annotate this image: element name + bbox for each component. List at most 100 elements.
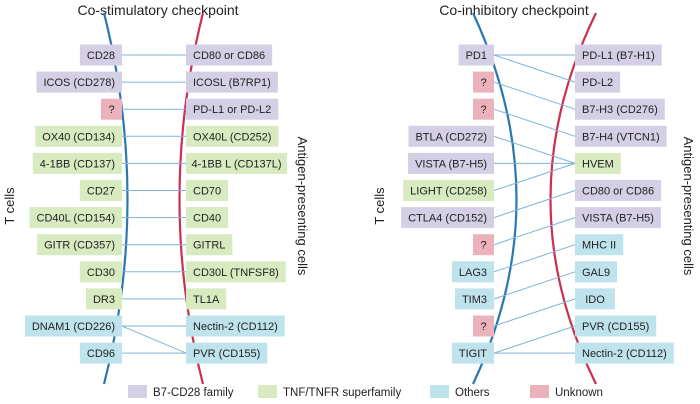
legend-item: Others — [430, 385, 490, 399]
t-cell-receptor-box — [35, 125, 122, 147]
apc-ligand: HVEM — [575, 152, 621, 174]
t-cell-receptor: BTLA (CD272) — [408, 125, 494, 147]
t-cell-receptor: CD27 — [79, 180, 122, 201]
legend-swatch — [258, 385, 277, 398]
t-cell-receptor-label: ? — [108, 104, 114, 116]
apc-ligand-label: CD70 — [193, 186, 221, 198]
apc-ligand-box — [575, 125, 667, 147]
t-cell-receptor-label: ? — [480, 104, 486, 116]
t-cell-receptor-label: ? — [480, 77, 486, 89]
t-cell-receptor-label: CD27 — [87, 186, 115, 198]
apc-ligand-box — [186, 288, 227, 310]
t-cell-receptor: PD1 — [458, 44, 494, 66]
apc-ligand-label: ICOSL (B7RP1) — [193, 77, 271, 89]
apc-ligand-label: PD-L1 (B7-H1) — [582, 50, 655, 62]
t-cell-receptor: LIGHT (CD258) — [403, 180, 494, 201]
apc-ligand-box — [186, 180, 229, 201]
apc-ligand: Nectin-2 (CD112) — [186, 315, 285, 337]
apc-ligand-label: CD80 or CD86 — [193, 50, 265, 62]
apc-ligand-label: MHC II — [582, 240, 616, 252]
apc-ligand: IDO — [575, 288, 615, 310]
t-cell-receptor: GITR (CD357) — [37, 234, 122, 256]
t-cell-receptor-label: DR3 — [93, 294, 115, 306]
t-cell-receptor-box — [454, 288, 494, 310]
legend-item: TNF/TNFR superfamily — [258, 385, 401, 399]
t-cell-receptor-box — [79, 44, 122, 66]
apc-ligand-box — [575, 207, 661, 229]
apc-ligand-box — [575, 234, 624, 256]
t-cell-receptor-label: TIM3 — [462, 294, 487, 306]
apc-ligand: Nectin-2 (CD112) — [575, 342, 674, 364]
t-cell-receptor: TIGIT — [451, 342, 494, 364]
apc-ligand: OX40L (CD252) — [186, 125, 279, 147]
t-cell-receptor-label: GITR (CD357) — [44, 240, 115, 252]
legend-swatch — [430, 385, 449, 398]
t-cell-receptor-box — [451, 342, 494, 364]
t-cell-receptor-box — [29, 207, 122, 229]
apc-ligand-label: GITRL — [193, 240, 225, 252]
t-cell-receptor-box — [79, 180, 122, 201]
apc-ligand-box — [575, 152, 621, 174]
apc-ligand: PD-L1 (B7-H1) — [575, 44, 662, 66]
t-cell-receptor: OX40 (CD134) — [35, 125, 122, 147]
t-cell-receptor: CD96 — [79, 342, 122, 364]
apc-ligand-box — [575, 71, 621, 93]
t-cell-receptor: CD30 — [79, 261, 122, 283]
t-cell-receptor-label: LIGHT (CD258) — [410, 186, 487, 198]
legend-item: Unknown — [530, 385, 603, 399]
apc-ligand-label: OX40L (CD252) — [193, 131, 271, 143]
apc-side-label: Antigen-presenting cells — [295, 137, 310, 276]
t-cell-receptor: ? — [473, 98, 494, 120]
t-cell-receptor-box — [401, 207, 494, 229]
t-cell-receptor-box — [79, 261, 122, 283]
t-cell-receptor: CD40L (CD154) — [29, 207, 122, 229]
apc-ligand-label: VISTA (B7-H5) — [582, 213, 654, 225]
apc-ligand: PVR (CD155) — [575, 315, 657, 337]
legend-swatch — [530, 385, 549, 398]
t-cell-receptor: ? — [473, 234, 494, 256]
interaction-line — [493, 162, 576, 191]
t-cell-receptor-label: BTLA (CD272) — [415, 131, 487, 143]
apc-ligand-box — [575, 261, 618, 283]
apc-ligand-box — [186, 207, 229, 229]
apc-ligand-label: PVR (CD155) — [582, 321, 649, 333]
t-cell-receptor-label: OX40 (CD134) — [42, 131, 115, 143]
interaction-line — [493, 217, 576, 246]
apc-ligand-box — [186, 152, 287, 174]
apc-ligand-label: TL1A — [193, 294, 220, 306]
t-cell-receptor: ? — [473, 315, 494, 337]
t-cell-receptor-box — [473, 98, 494, 120]
apc-ligand-label: CD80 or CD86 — [582, 186, 654, 198]
apc-ligand-label: IDO — [585, 294, 605, 306]
apc-ligand-box — [575, 315, 657, 337]
t-cell-receptor-label: VISTA (B7-H5) — [415, 158, 487, 170]
apc-ligand-box — [186, 44, 273, 66]
t-cell-receptor-box — [36, 71, 122, 93]
apc-ligand: B7-H3 (CD276) — [575, 98, 665, 120]
legend: B7-CD28 family TNF/TNFR superfamily Others… — [128, 385, 603, 399]
apc-ligand-label: HVEM — [582, 158, 614, 170]
t-cell-receptor: VISTA (B7-H5) — [408, 152, 494, 174]
t-cell-receptor-label: ? — [480, 240, 486, 252]
apc-ligand: CD40 — [186, 207, 229, 229]
apc-ligand-box — [186, 261, 286, 283]
interaction-line — [493, 108, 576, 137]
apc-ligand: PD-L1 or PD-L2 — [186, 98, 279, 120]
t-cell-receptor-label: ICOS (CD278) — [43, 77, 115, 89]
t-cell-receptor: ? — [101, 98, 122, 120]
legend-item: B7-CD28 family — [128, 385, 234, 399]
apc-ligand: B7-H4 (VTCN1) — [575, 125, 667, 147]
t-cell-receptor: 4-1BB (CD137) — [32, 152, 122, 174]
interaction-line — [493, 54, 576, 83]
apc-ligand: TL1A — [186, 288, 227, 310]
apc-ligand: PVR (CD155) — [186, 342, 268, 364]
apc-ligand: CD70 — [186, 180, 229, 201]
apc-side-label: Antigen-presenting cells — [681, 137, 696, 276]
t-cell-receptor-box — [32, 152, 122, 174]
apc-ligand-box — [575, 180, 662, 201]
t-cell-receptor-box — [458, 44, 494, 66]
interaction-line — [493, 325, 576, 354]
legend-label: Others — [455, 387, 490, 399]
